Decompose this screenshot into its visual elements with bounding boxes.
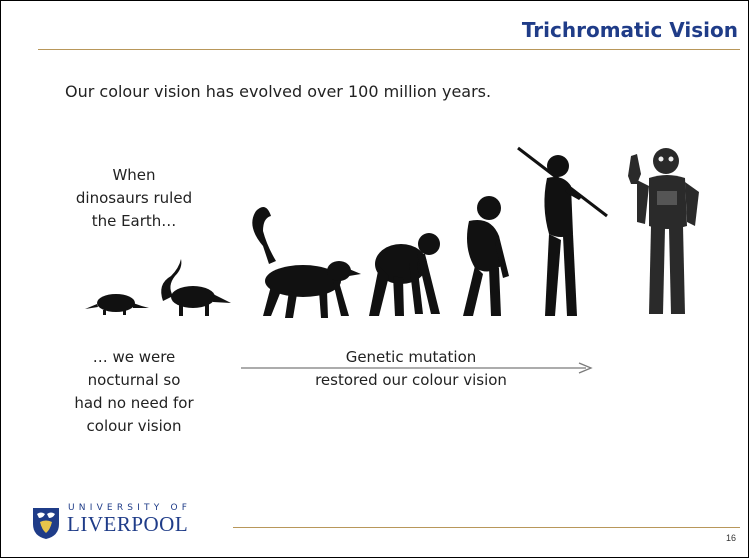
slide-title: Trichromatic Vision bbox=[522, 18, 738, 42]
university-crest-icon bbox=[31, 506, 61, 540]
robot-figure bbox=[628, 148, 699, 314]
caption-nocturnal-line: nocturnal so bbox=[49, 369, 219, 392]
footer-divider bbox=[233, 527, 740, 528]
tree-shrew-silhouette bbox=[161, 259, 231, 316]
caption-nocturnal-line: … we were bbox=[49, 346, 219, 369]
title-divider bbox=[38, 49, 740, 50]
shrew-silhouette bbox=[85, 294, 149, 315]
caption-nocturnal-line: colour vision bbox=[49, 415, 219, 438]
caption-nocturnal-line: had no need for bbox=[49, 392, 219, 415]
human-with-spear-silhouette bbox=[518, 148, 607, 316]
chimpanzee-silhouette bbox=[369, 233, 440, 316]
timeline-arrow bbox=[241, 361, 596, 375]
evolution-illustration bbox=[71, 136, 721, 326]
logo-wordmark: LIVERPOOL bbox=[67, 512, 188, 537]
intro-text: Our colour vision has evolved over 100 m… bbox=[65, 82, 491, 101]
early-hominid-silhouette bbox=[463, 196, 509, 316]
page-number: 16 bbox=[726, 533, 736, 543]
lemur-silhouette bbox=[252, 207, 361, 318]
caption-nocturnal: … we were nocturnal so had no need for c… bbox=[49, 346, 219, 438]
